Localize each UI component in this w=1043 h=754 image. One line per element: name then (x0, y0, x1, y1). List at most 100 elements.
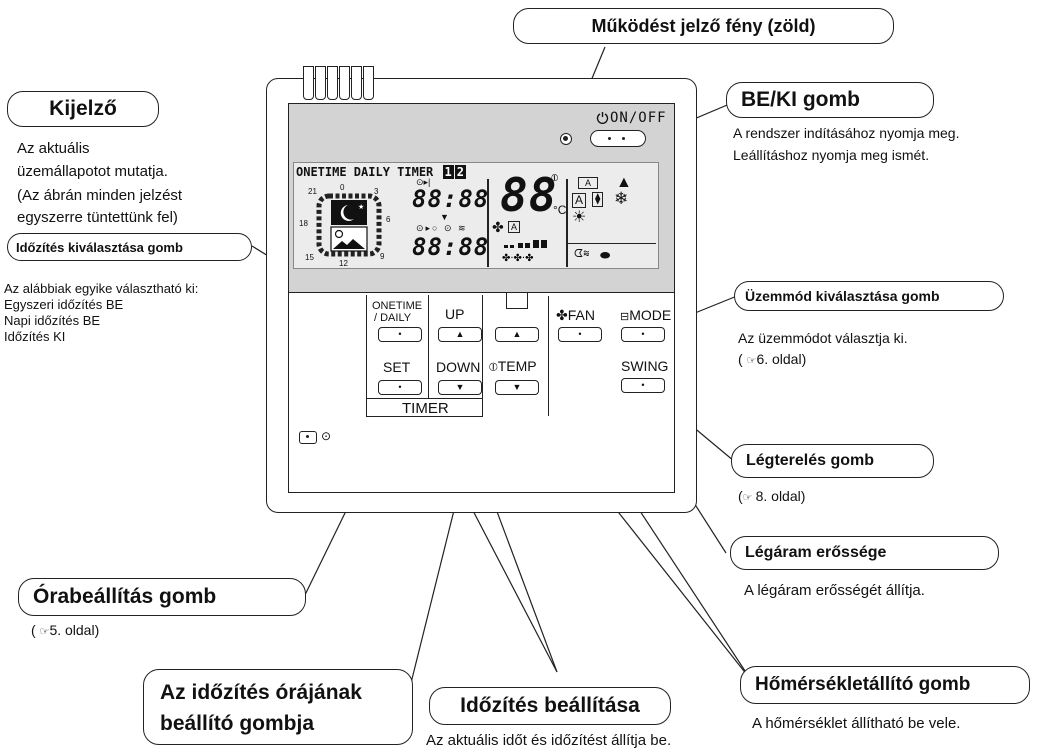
thermo-icon: ⦶ (551, 173, 559, 184)
temp-unit: °C (553, 203, 567, 217)
swing-button[interactable]: • (621, 378, 665, 393)
mode-separator (568, 243, 656, 244)
timer-select-desc-4: Időzítés KI (4, 329, 66, 344)
callout-onoff: BE/KI gomb (726, 82, 934, 118)
onoff-desc-2: Leállításhoz nyomja meg ismét. (733, 147, 930, 163)
timer-up-button[interactable]: ▲ (438, 327, 482, 342)
mode-ref: ( ☞6. oldal) (738, 351, 807, 367)
clock-icon: ⊙ (321, 429, 332, 443)
callout-timer-select: Időzítés kiválasztása gomb (7, 233, 252, 261)
callout-display: Kijelző (7, 91, 159, 127)
up-label: UP (445, 306, 465, 322)
vent-slots (303, 66, 375, 100)
callout-mode: Üzemmód kiválasztása gomb (734, 281, 1004, 311)
display-separator-2 (566, 179, 568, 267)
book-ref-icon: ☞ (39, 626, 50, 638)
callout-clock-set: Órabeállítás gomb (18, 578, 306, 616)
airflow-desc: A légáram erősségét állítja. (744, 582, 925, 599)
callout-timer-set: Időzítés beállítása (429, 687, 671, 725)
fan-icon: ✤ (492, 219, 504, 235)
book-ref-icon: ☞ (742, 492, 756, 504)
timer-set-desc: Az aktuális időt és időzítést állítja be… (426, 732, 672, 749)
up-arrow-icon: ▲ (512, 329, 522, 339)
power-icon (596, 111, 609, 124)
timer-1-badge: 1 (442, 165, 454, 179)
up-arrow-icon: ▲ (455, 329, 465, 339)
snowflake-icon: ❄ (614, 189, 629, 208)
onetime-label-2: / DAILY (374, 312, 412, 324)
fan-button[interactable]: • (558, 327, 602, 342)
auto-fan-icon: A (508, 221, 521, 233)
button-divider (548, 296, 549, 416)
press-dot-icon: • (398, 329, 402, 339)
mode-button[interactable]: • (621, 327, 665, 342)
set-button[interactable]: • (378, 380, 422, 395)
display-desc-2: üzemállapotot mutatja. (17, 163, 168, 180)
temp-bracket (506, 293, 528, 309)
book-ref-icon: ☞ (746, 355, 757, 367)
timer-icons: ⊙▸○ ⊙ ≋ (416, 223, 468, 233)
timer-group-inner (428, 295, 483, 398)
temp-label: ⦶TEMP (489, 358, 537, 374)
press-dot-icon: • (398, 382, 402, 392)
set-label: SET (383, 359, 411, 375)
press-dot-icon: • (641, 329, 645, 339)
display-separator (487, 179, 489, 267)
temperature-desc: A hőmérséklet állítható be vele. (752, 715, 961, 732)
time-bottom: 88:88 (412, 233, 490, 261)
timer-group-line (366, 398, 483, 399)
timer-select-desc-1: Az alábbiak egyike választható ki: (4, 281, 199, 296)
temp-up-button[interactable]: ▲ (495, 327, 539, 342)
fan-triangle-icon: ▲ (616, 174, 632, 191)
onoff-label: ON/OFF (610, 110, 667, 126)
timer-label: TIMER (402, 400, 449, 417)
timer-select-desc-3: Napi időzítés BE (4, 313, 101, 328)
time-top: 88:88 (412, 185, 490, 213)
operation-lamp (560, 133, 572, 145)
callout-timer-hour: Az időzítés órájának beállító gombja (143, 669, 413, 745)
press-dot-icon: • (578, 329, 582, 339)
svg-text:✤·✤·✤: ✤·✤·✤ (502, 253, 534, 264)
callout-airflow: Légáram erőssége (730, 536, 999, 570)
onoff-button[interactable] (590, 130, 646, 147)
callout-swing: Légterelés gomb (731, 444, 934, 478)
triangle-indicator: ▼ (440, 212, 449, 222)
press-dot-icon: • (641, 380, 645, 390)
clock-icon: ⊙▸| (416, 177, 431, 187)
callout-operation-lamp: Működést jelző fény (zöld) (513, 8, 894, 44)
panel-divider (289, 292, 674, 293)
timer-down-button[interactable]: ▼ (438, 380, 482, 395)
svg-text:★: ★ (358, 203, 364, 211)
timer-2-badge: 2 (454, 165, 466, 179)
auto-mode-icon: A (578, 177, 599, 189)
fan-label: ✤FAN (556, 307, 595, 323)
display-desc-3: (Az ábrán minden jelzést (17, 187, 183, 204)
droplet-icon: ⧫ (592, 192, 604, 207)
onoff-desc-1: A rendszer indításához nyomja meg. (733, 125, 960, 141)
display-desc-1: Az aktuális (17, 140, 90, 157)
clock-dial: 0 3 6 9 12 15 18 21 ★ (299, 183, 391, 268)
fan-strength-bars: ✤·✤·✤ (502, 240, 547, 264)
swing-icon: ᗧ≋ (574, 248, 590, 260)
thermo-icon: ⦶ (489, 360, 498, 374)
temp-display: 88 (500, 168, 558, 222)
clock-set-ref: ( ☞5. oldal) (31, 622, 100, 638)
onetime-label-1: ONETIME (372, 300, 423, 312)
fan-icon: ✤ (556, 307, 568, 323)
swing-label: SWING (621, 358, 669, 374)
down-arrow-icon: ▼ (512, 382, 522, 392)
sun-icon: ☀ (572, 209, 587, 226)
timer-select-desc-2: Egyszeri időzítés BE (4, 297, 124, 312)
mode-label: ⊟MODE (620, 307, 672, 323)
temp-down-button[interactable]: ▼ (495, 380, 539, 395)
display-desc-4: egyszerre tüntettünk fel) (17, 209, 178, 226)
onetime-daily-button[interactable]: • (378, 327, 422, 342)
mode-icon: ⊟ (620, 311, 630, 323)
swing-ref: (☞ 8. oldal) (738, 488, 806, 504)
down-arrow-icon: ▼ (455, 382, 465, 392)
clock-set-button[interactable] (299, 431, 317, 444)
auto-box-icon: A (572, 193, 587, 208)
